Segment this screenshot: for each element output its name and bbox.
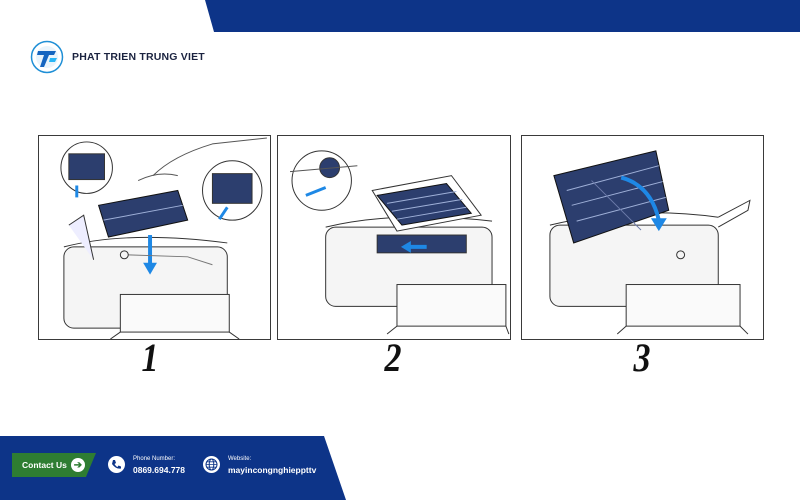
footer-band (0, 436, 346, 500)
step-number-2: 2 (384, 335, 402, 380)
website-url[interactable]: mayincongnghieppttv (228, 465, 317, 475)
brand-name: PHAT TRIEN TRUNG VIET (72, 51, 205, 63)
step-number-1: 1 (141, 335, 159, 380)
contact-us-label: Contact Us (22, 460, 67, 470)
header-band (205, 0, 800, 32)
step-1-illustration (38, 135, 271, 340)
step-number-3: 3 (633, 335, 651, 380)
globe-icon (203, 456, 220, 473)
website-label: Website: (228, 456, 252, 462)
phone-icon (108, 456, 125, 473)
brand-logo-icon (30, 40, 64, 74)
step-2-illustration (277, 135, 511, 340)
phone-label: Phone Number: (133, 456, 176, 462)
arrow-right-icon[interactable]: ➔ (71, 458, 85, 472)
phone-number[interactable]: 0869.694.778 (133, 465, 185, 475)
step-3-illustration (521, 135, 764, 340)
